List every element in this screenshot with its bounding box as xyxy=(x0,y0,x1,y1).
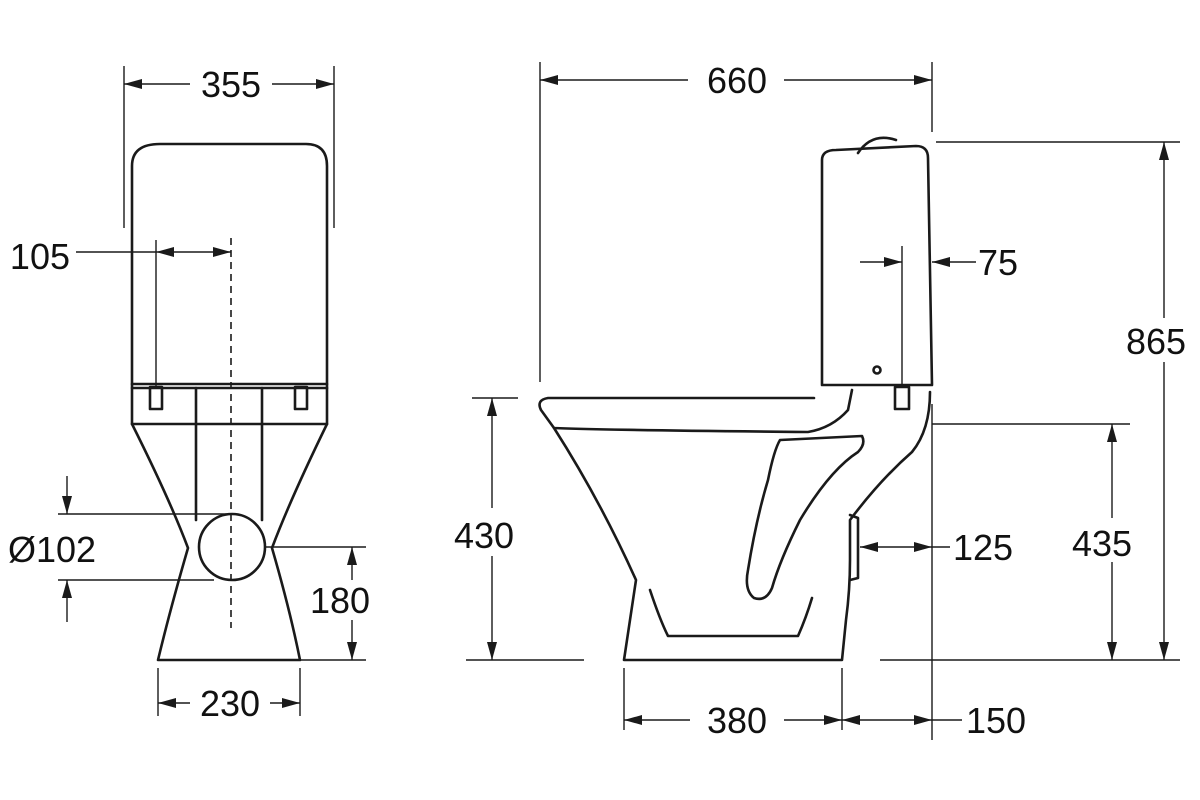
side-cistern-screw xyxy=(872,365,882,375)
dim-outlet-projection: 125 xyxy=(860,404,1013,740)
front-cistern-outline xyxy=(130,142,329,390)
side-view: 660 75 865 430 xyxy=(454,60,1186,741)
dim-inlet-offset: 105 xyxy=(10,236,231,386)
side-bowl-inner xyxy=(648,588,814,638)
dim-cistern-offset-label: 75 xyxy=(978,242,1018,283)
dim-overall-depth-label: 660 xyxy=(707,60,767,101)
dim-base-width-label: 230 xyxy=(200,683,260,724)
dim-wall-distance: 150 xyxy=(842,700,1026,741)
dim-cistern-offset: 75 xyxy=(860,242,1018,386)
side-bolt xyxy=(893,385,911,411)
front-bolt-right xyxy=(293,385,309,411)
dim-inlet-height-label: 435 xyxy=(1072,523,1132,564)
front-bolt-left xyxy=(148,385,164,411)
dim-front-width-label: 355 xyxy=(201,64,261,105)
side-outlet-stub xyxy=(848,513,860,582)
side-trap-channel xyxy=(745,434,865,601)
dim-wall-distance-label: 150 xyxy=(966,700,1026,741)
front-rim-band xyxy=(130,386,329,426)
side-flush-button xyxy=(856,136,898,155)
dim-inlet-offset-label: 105 xyxy=(10,236,70,277)
front-column xyxy=(194,386,264,522)
front-outlet-circle xyxy=(197,512,267,582)
front-view: 355 105 Ø102 180 xyxy=(8,64,370,724)
dim-front-width: 355 xyxy=(123,64,335,228)
dim-base-depth-label: 380 xyxy=(707,700,767,741)
dim-outlet-projection-label: 125 xyxy=(953,527,1013,568)
dim-outlet-diameter-label: Ø102 xyxy=(8,529,96,570)
dim-seat-height-label: 430 xyxy=(454,515,514,556)
dim-overall-height-label: 865 xyxy=(1126,321,1186,362)
front-pedestal-outline xyxy=(130,422,329,662)
dim-seat-height: 430 xyxy=(454,397,584,661)
side-cistern-outline xyxy=(820,144,934,387)
dim-base-depth: 380 xyxy=(623,668,843,741)
dim-outlet-height-label: 180 xyxy=(310,580,370,621)
dim-outlet-height: 180 xyxy=(264,546,370,661)
dim-base-width: 230 xyxy=(157,668,301,724)
dim-outlet-diameter: Ø102 xyxy=(8,476,232,622)
dim-overall-height: 865 xyxy=(936,141,1186,660)
side-bowl-body xyxy=(552,390,932,662)
side-seat-rim xyxy=(538,388,854,434)
dim-overall-depth: 660 xyxy=(539,60,933,382)
dim-inlet-height: 435 xyxy=(880,423,1180,661)
